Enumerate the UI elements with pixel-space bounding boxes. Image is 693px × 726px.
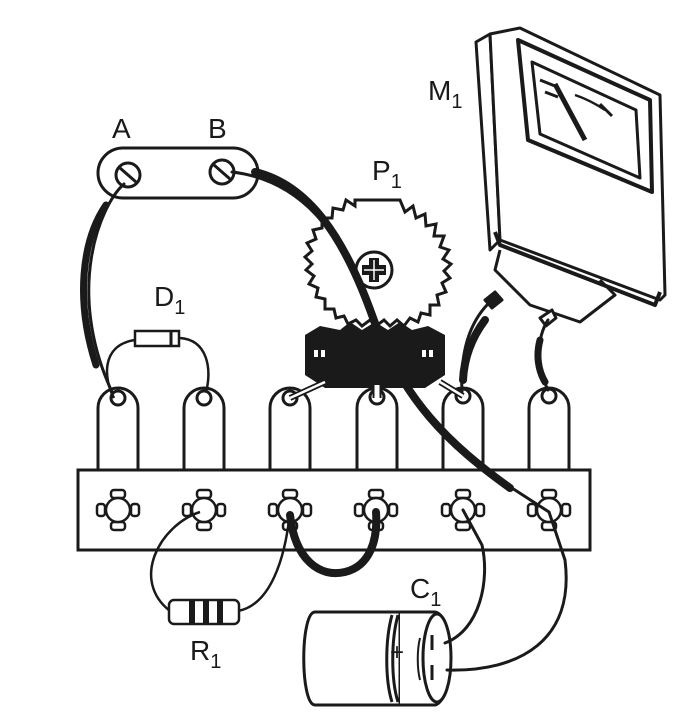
- screw-a-icon: [114, 161, 142, 189]
- label-terminal-a: A: [112, 113, 131, 144]
- rivet-icon: [526, 488, 572, 532]
- potentiometer-base: [305, 322, 445, 388]
- capacitor-sleeve-line: [385, 614, 394, 703]
- resistor-lead-left: [149, 510, 201, 612]
- label-terminal-b: B: [208, 113, 227, 144]
- wire-a-insulation: [80, 201, 110, 369]
- meter-terminal-right: [538, 308, 558, 328]
- base-slot: [429, 350, 433, 357]
- meter-m1: [474, 26, 667, 328]
- resistor-band: [217, 601, 223, 623]
- capacitor-top: [421, 612, 453, 704]
- meter-scale-mark: [544, 90, 559, 99]
- lug-2: [182, 386, 226, 472]
- rivet-icon: [181, 488, 227, 532]
- meter-body-bottom: [493, 231, 662, 307]
- resistor-band: [203, 601, 209, 623]
- rivet-icon: [95, 488, 141, 532]
- label-p1: P1: [372, 155, 402, 193]
- wire-c1-to-lug5: [443, 508, 487, 645]
- resistor-r1: [149, 510, 292, 626]
- label-c1: C1: [410, 573, 441, 611]
- potentiometer-p1: [288, 197, 465, 401]
- resistor-lead-right: [237, 511, 292, 613]
- label-m1: M1: [428, 75, 462, 113]
- label-d1: D1: [154, 281, 185, 319]
- meter-scale-mark: [598, 102, 614, 118]
- capacitor-c1: [302, 610, 453, 707]
- diode-d1: [105, 329, 210, 399]
- base-slot: [321, 350, 325, 357]
- meter-needle: [552, 82, 588, 142]
- capacitor-body: [302, 610, 402, 707]
- wire-a-to-lug1: [87, 182, 126, 394]
- resistor-band: [189, 601, 195, 623]
- wire-c1-to-lug6: [445, 510, 568, 672]
- label-capacitor-polarity: +: [390, 639, 404, 666]
- lug-1: [96, 386, 140, 472]
- terminal-strip-bar: [76, 468, 592, 552]
- lug-3: [268, 386, 312, 472]
- lug-6: [527, 386, 571, 472]
- wire-b-insulation: [251, 168, 514, 492]
- base-slot: [314, 350, 318, 357]
- base-slot: [422, 350, 426, 357]
- diode-body: [133, 329, 181, 348]
- lug-4: [355, 386, 399, 472]
- label-r1: R1: [190, 635, 221, 673]
- diode-lead-right: [179, 336, 210, 393]
- wires: [80, 168, 568, 672]
- wire-jumper-3-4: [286, 508, 381, 578]
- meter-scale-mark: [539, 78, 556, 88]
